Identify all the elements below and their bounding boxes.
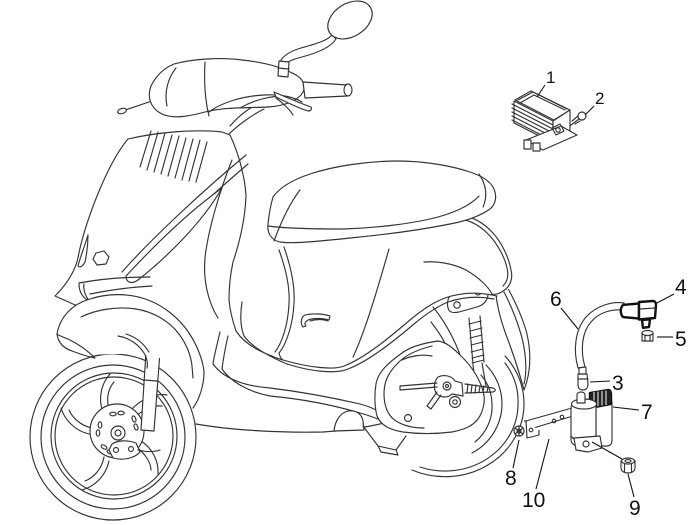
svg-text:3: 3 (612, 372, 624, 395)
svg-text:5: 5 (675, 328, 687, 351)
svg-text:2: 2 (595, 89, 604, 108)
svg-text:4: 4 (675, 276, 687, 299)
svg-text:1: 1 (546, 68, 555, 87)
svg-text:6: 6 (550, 288, 562, 311)
svg-text:10: 10 (522, 489, 545, 512)
svg-text:8: 8 (505, 467, 517, 490)
svg-text:7: 7 (641, 401, 653, 424)
svg-text:9: 9 (629, 497, 641, 520)
